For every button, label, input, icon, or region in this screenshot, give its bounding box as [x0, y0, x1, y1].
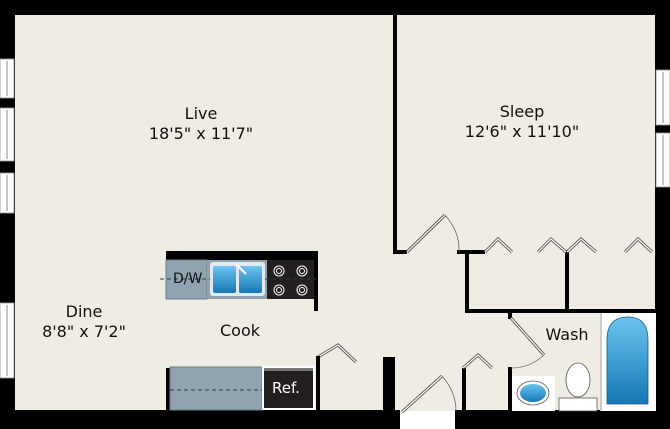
- window-right-1: [655, 69, 670, 126]
- room-wash: Wash: [545, 325, 588, 345]
- wall-hall-right: [462, 368, 466, 411]
- pantry-door[interactable]: [317, 343, 358, 364]
- room-sleep-name: Sleep: [499, 102, 545, 121]
- hall-closet-door[interactable]: [462, 352, 494, 370]
- wall-closet-left: [465, 250, 469, 312]
- dishwasher-label: D/W: [173, 271, 203, 287]
- entry-door[interactable]: [400, 374, 457, 414]
- sink-icon: [210, 262, 265, 296]
- bathroom-sink: [512, 376, 555, 411]
- refrigerator-label: Ref.: [272, 379, 300, 397]
- wall-bedroom-left: [393, 14, 397, 254]
- toilet-icon: [558, 362, 598, 412]
- wall-bedroom-door-left: [393, 250, 407, 254]
- window-left-3: [0, 172, 15, 214]
- entry-threshold: [400, 413, 455, 429]
- kitchen-counter: [166, 366, 263, 411]
- room-live: Live 18'5" x 11'7": [149, 104, 253, 144]
- window-right-2: [655, 132, 670, 188]
- wall-kitchen-right: [316, 356, 320, 411]
- window-left-2: [0, 107, 15, 162]
- wall-top: [0, 0, 670, 15]
- room-live-dimensions: 18'5" x 11'7": [148, 124, 254, 143]
- wall-bath-left-top: [508, 309, 512, 319]
- room-dine-name: Dine: [65, 302, 103, 321]
- bath-door[interactable]: [509, 317, 546, 369]
- cooktop-icon: [273, 265, 308, 296]
- wall-bottom-right: [455, 410, 670, 429]
- wall-hall-left: [383, 357, 395, 411]
- wall-bedroom-bottom: [457, 250, 485, 254]
- wall-closet-divider: [565, 250, 569, 312]
- wall-right: [655, 0, 670, 429]
- bedroom-door[interactable]: [405, 213, 460, 254]
- wall-bath-left-bottom: [508, 367, 512, 411]
- room-live-name: Live: [184, 104, 218, 123]
- wall-bottom-left: [0, 410, 400, 429]
- window-left-4: [0, 302, 15, 379]
- room-wash-name: Wash: [545, 325, 589, 344]
- room-dine-dimensions: 8'8" x 7'2": [42, 322, 126, 341]
- floor-area: [14, 14, 657, 411]
- bathtub-icon: [600, 313, 656, 411]
- closet-doors[interactable]: [483, 236, 654, 254]
- room-cook: Cook: [220, 321, 260, 341]
- window-left-1: [0, 58, 15, 99]
- wall-closet-bottom: [465, 309, 656, 313]
- room-sleep-dimensions: 12'6" x 11'10": [464, 122, 580, 141]
- refrigerator: [262, 366, 315, 410]
- room-cook-name: Cook: [219, 321, 261, 340]
- room-sleep: Sleep 12'6" x 11'10": [465, 102, 579, 142]
- room-dine: Dine 8'8" x 7'2": [42, 302, 126, 342]
